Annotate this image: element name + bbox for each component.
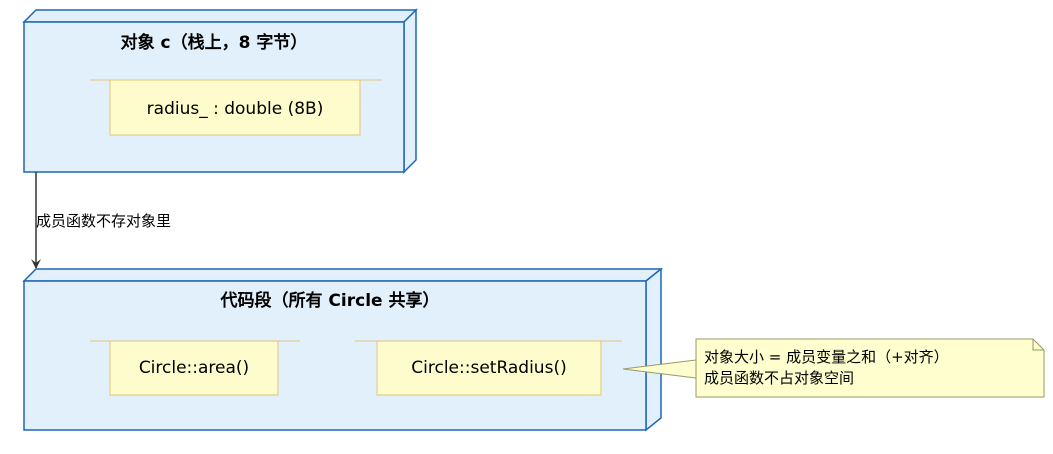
note-line-1: 对象大小 = 成员变量之和（+对齐） — [704, 348, 949, 366]
code-node-title: 代码段（所有 Circle 共享） — [220, 290, 440, 311]
object-node-side-face — [403, 8, 417, 174]
edge-label: 成员函数不存对象里 — [36, 212, 171, 230]
code-node-top-face — [22, 268, 664, 282]
code-node-side-face — [645, 267, 662, 432]
method-area: Circle::area() — [139, 358, 249, 378]
edge-connector: 成员函数不存对象里 — [31, 172, 171, 269]
member-radius: radius_ : double (8B) — [147, 99, 324, 119]
object-node: 对象 c（栈上，8 字节） radius_ : double (8B) — [22, 8, 418, 174]
code-node: 代码段（所有 Circle 共享） Circle::area() Circle:… — [22, 267, 664, 432]
note-corner-fold — [1032, 339, 1044, 351]
method-box-area: Circle::area() — [90, 340, 300, 396]
note: 对象大小 = 成员变量之和（+对齐） 成员函数不占对象空间 — [622, 338, 1045, 398]
object-node-top-face — [22, 9, 418, 23]
note-pointer — [622, 359, 697, 379]
note-body — [695, 338, 1045, 398]
method-setradius: Circle::setRadius() — [411, 358, 566, 378]
object-node-title: 对象 c（栈上，8 字节） — [121, 32, 308, 53]
member-box: radius_ : double (8B) — [90, 79, 382, 136]
method-box-setradius: Circle::setRadius() — [355, 340, 622, 396]
note-line-2: 成员函数不占对象空间 — [704, 369, 854, 387]
